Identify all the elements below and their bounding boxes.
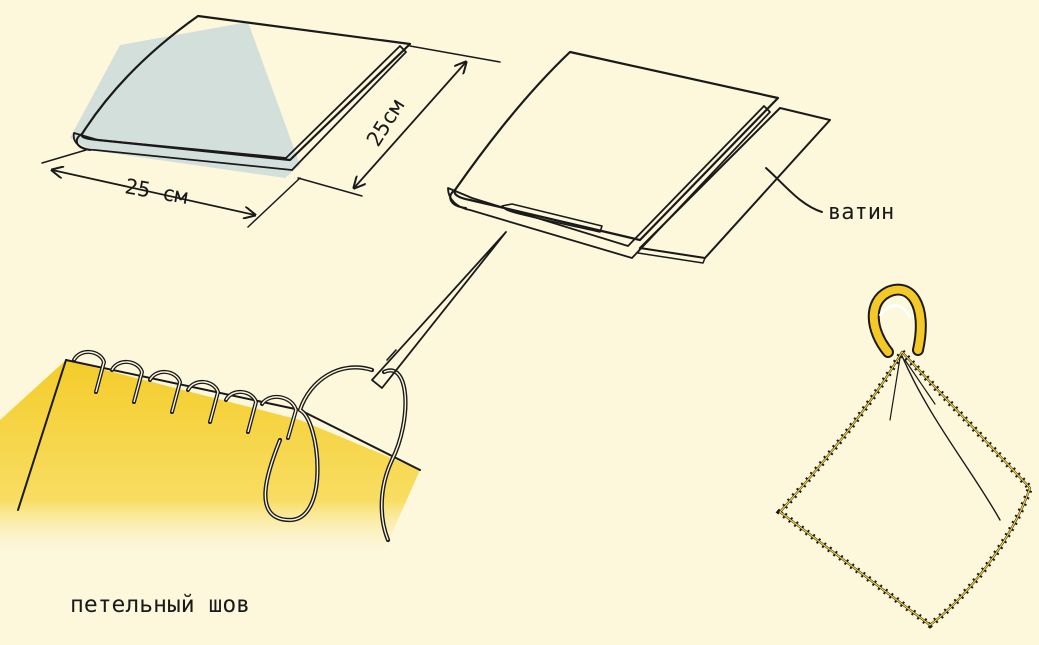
finished-potholder: [775, 283, 1034, 629]
width-label: 25 см: [123, 174, 190, 209]
height-label: 25см: [362, 95, 409, 151]
stitch-loops: [72, 350, 298, 440]
stitch-label: петельный шов: [70, 592, 250, 618]
needle: [371, 231, 507, 389]
batting-label: ватин: [828, 200, 894, 225]
blanket-stitch-detail: петельный шов: [0, 231, 507, 618]
fabric-with-batting: ватин: [447, 50, 894, 264]
dimension-height: 25см: [297, 45, 501, 197]
folded-fabric-square: [70, 14, 412, 178]
